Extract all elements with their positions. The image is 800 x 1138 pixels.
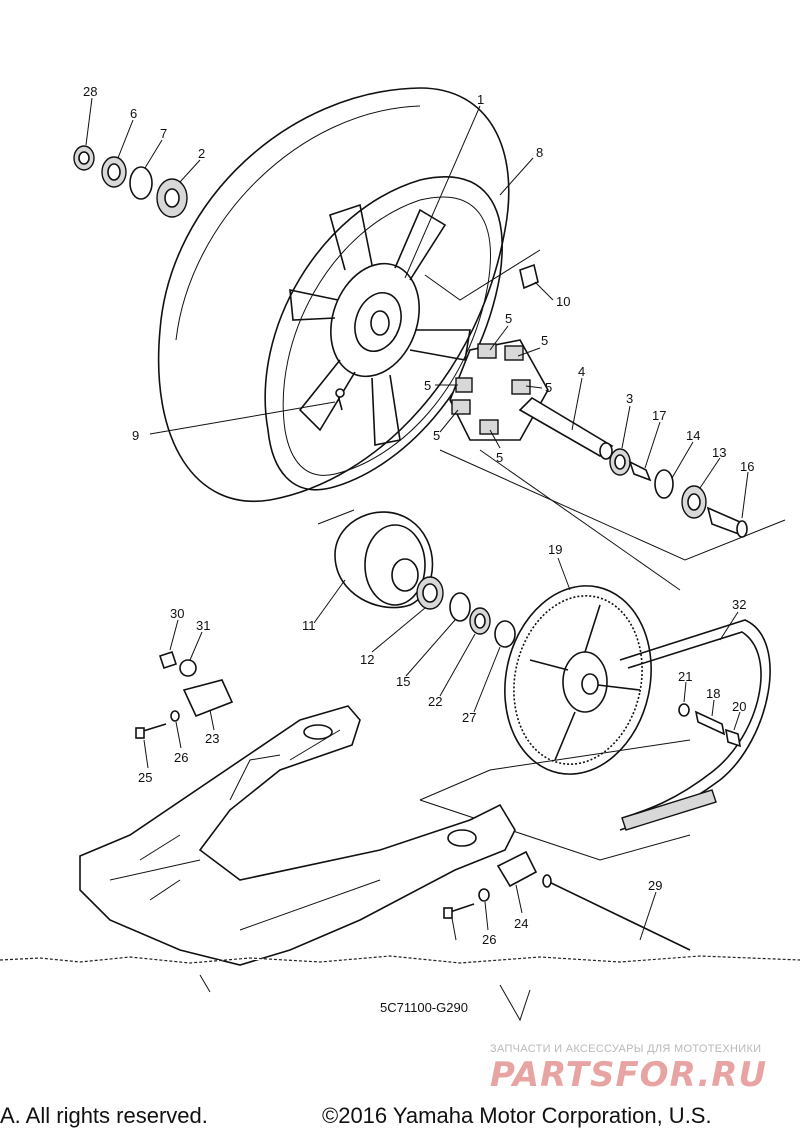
leader-lines	[85, 97, 749, 941]
swingarm-fasteners	[135, 650, 538, 919]
callout-18: 18	[706, 686, 720, 701]
drive-belt	[619, 619, 771, 831]
callout-5-d: 5	[545, 380, 552, 395]
callout-26-b: 26	[482, 932, 496, 947]
callout-20: 20	[732, 699, 746, 714]
callout-9: 9	[132, 428, 139, 443]
hub-damper	[449, 263, 549, 441]
callout-11: 11	[302, 618, 316, 633]
callout-26-a: 26	[174, 750, 188, 765]
axle-parts	[518, 396, 748, 538]
swingarm	[79, 705, 691, 966]
callout-21: 21	[678, 669, 692, 684]
callout-2: 2	[198, 146, 205, 161]
rear-pulley	[504, 585, 652, 775]
torn-edge	[0, 955, 800, 964]
callout-32: 32	[732, 597, 746, 612]
callout-29: 29	[648, 878, 662, 893]
callout-3: 3	[626, 391, 633, 406]
pulley-fasteners	[678, 703, 742, 748]
watermark-tagline: ЗАПЧАСТИ И АКСЕССУАРЫ ДЛЯ МОТОТЕХНИКИ	[490, 1043, 762, 1055]
diagram-code: 5C71100-G290	[380, 1000, 468, 1015]
callout-7: 7	[160, 126, 167, 141]
callout-14: 14	[686, 428, 700, 443]
copyright-right: ©2016 Yamaha Motor Corporation, U.S.	[322, 1103, 712, 1128]
callout-27: 27	[462, 710, 476, 725]
callout-16: 16	[740, 459, 754, 474]
callout-24: 24	[514, 916, 528, 931]
callout-4: 4	[578, 364, 585, 379]
callout-5-b: 5	[541, 333, 548, 348]
callout-10: 10	[556, 294, 570, 309]
sprocket-hub	[334, 511, 516, 648]
left-bearings	[73, 145, 188, 218]
callout-22: 22	[428, 694, 442, 709]
callout-28: 28	[83, 84, 97, 99]
callout-1: 1	[477, 92, 484, 107]
callout-17: 17	[652, 408, 666, 423]
callout-5-e: 5	[433, 428, 440, 443]
watermark-logo: PARTSFOR.RU	[490, 1055, 768, 1095]
callout-5-f: 5	[496, 450, 503, 465]
callout-5-a: 5	[505, 311, 512, 326]
callout-13: 13	[712, 445, 726, 460]
callout-12: 12	[360, 652, 374, 667]
callout-19: 19	[548, 542, 562, 557]
callout-25: 25	[138, 770, 152, 785]
rear-wheel	[157, 87, 510, 503]
callout-8: 8	[536, 145, 543, 160]
callout-23: 23	[205, 731, 219, 746]
callout-numbers: 28 6 7 2 1 8 10 5 5 5 5 5 5 4 3 17 14 13…	[83, 84, 754, 947]
copyright-left: A. All rights reserved.	[0, 1103, 208, 1128]
callout-6: 6	[130, 106, 137, 121]
callout-31: 31	[196, 618, 210, 633]
callout-15: 15	[396, 674, 410, 689]
callout-5-c: 5	[424, 378, 431, 393]
callout-30: 30	[170, 606, 184, 621]
